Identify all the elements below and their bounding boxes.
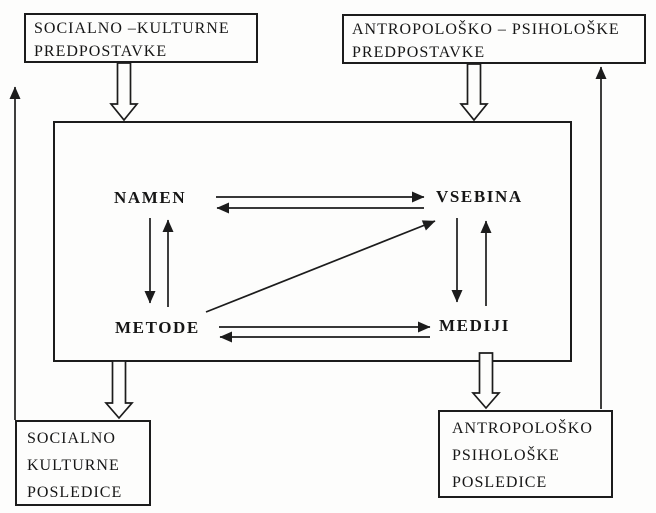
box-line: POSLEDICE bbox=[27, 484, 123, 501]
box-line: PSIHOLOŠKE bbox=[452, 447, 560, 464]
arrow-namen-vsebina-pair bbox=[216, 191, 425, 214]
box-anthro-psycho-assumptions: ANTROPOLOŠKO – PSIHOLOŠKE PREDPOSTAVKE bbox=[342, 14, 646, 64]
box-line: ANTROPOLOŠKO – PSIHOLOŠKE bbox=[352, 21, 620, 38]
box-line: POSLEDICE bbox=[452, 474, 548, 491]
box-line: PREDPOSTAVKE bbox=[34, 43, 168, 60]
box-anthro-psycho-consequences: ANTROPOLOŠKO PSIHOLOŠKE POSLEDICE bbox=[438, 410, 613, 498]
box-socio-cultural-consequences: SOCIALNO KULTURNE POSLEDICE bbox=[15, 420, 151, 506]
node-mediji: MEDIJI bbox=[439, 316, 510, 335]
node-metode: METODE bbox=[115, 318, 200, 337]
hollow-arrow-core-to-bottomleft bbox=[104, 360, 134, 420]
central-box-border bbox=[53, 121, 572, 362]
box-line: ANTROPOLOŠKO bbox=[452, 420, 593, 437]
arrow-metode-mediji-pair bbox=[219, 321, 431, 343]
hollow-arrow-topright-to-core bbox=[459, 63, 489, 122]
node-vsebina: VSEBINA bbox=[436, 187, 523, 206]
box-line: KULTURNE bbox=[27, 457, 120, 474]
hollow-arrow-core-to-bottomright bbox=[471, 352, 501, 410]
arrow-namen-metode-pair bbox=[144, 218, 174, 307]
node-namen: NAMEN bbox=[114, 188, 187, 207]
box-socio-cultural-assumptions: SOCIALNO –KULTURNE PREDPOSTAVKE bbox=[24, 13, 258, 63]
box-line: PREDPOSTAVKE bbox=[352, 44, 486, 61]
box-line: SOCIALNO bbox=[27, 430, 116, 447]
hollow-arrow-topleft-to-core bbox=[109, 62, 139, 122]
box-line: SOCIALNO –KULTURNE bbox=[34, 20, 230, 37]
arrow-vsebina-mediji-pair bbox=[451, 218, 492, 306]
arrow-metode-to-vsebina-diagonal bbox=[205, 220, 436, 313]
